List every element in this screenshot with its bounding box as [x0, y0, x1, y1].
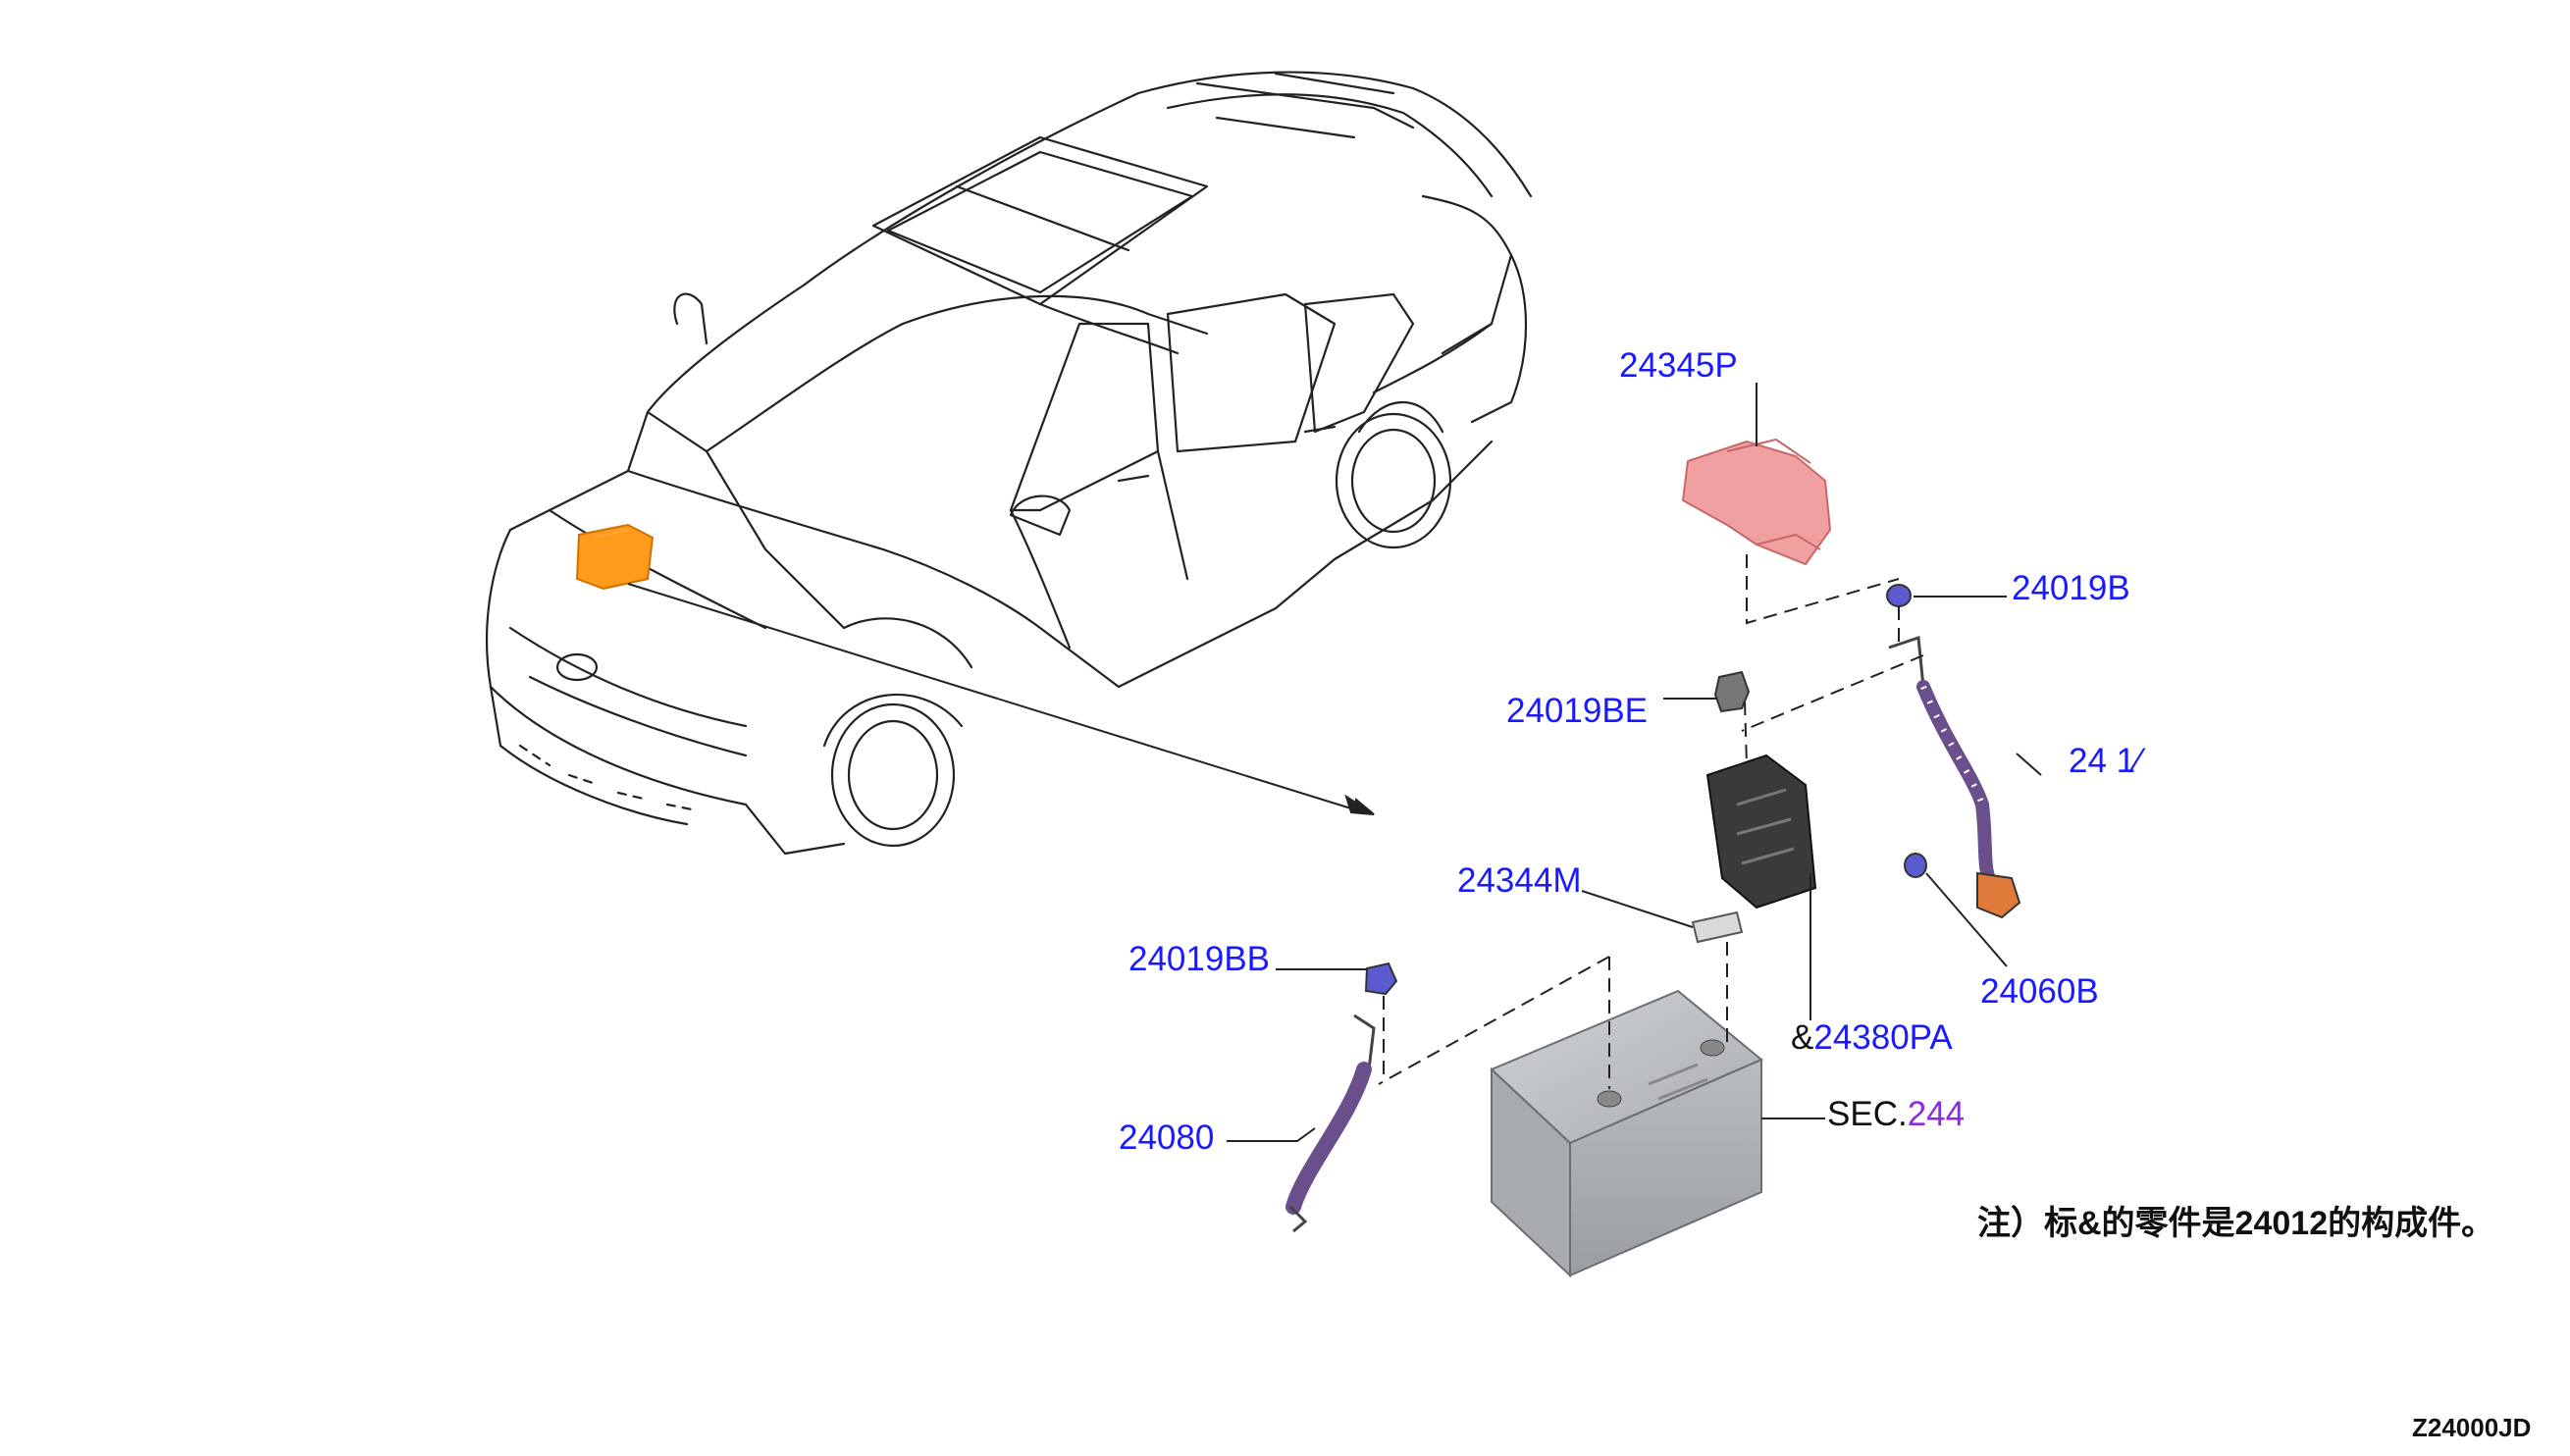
- callout-24080[interactable]: 24080: [1119, 1118, 1215, 1157]
- hold-down-clamp-part[interactable]: [1691, 910, 1744, 944]
- callout-2411x[interactable]: 24 1⁄: [2069, 742, 2141, 780]
- footnote: 注）标&的零件是24012的构成件。: [1977, 1205, 2495, 1242]
- pointer-arrow: [627, 583, 1375, 815]
- negative-cable-part[interactable]: [1285, 1014, 1376, 1233]
- positive-cable-part[interactable]: [1888, 635, 2021, 919]
- leader-lines: [1227, 383, 2042, 1142]
- diagram-code: Z24000JD: [2412, 1413, 2532, 1442]
- sec-number: 244: [1907, 1095, 1966, 1133]
- nut-24019bb-part[interactable]: [1364, 962, 1398, 996]
- callout-24019b[interactable]: 24019B: [2012, 569, 2130, 607]
- nut-24060b-part[interactable]: [1904, 853, 1927, 878]
- sec-reference[interactable]: SEC.244: [1827, 1097, 1965, 1131]
- callout-24380pa[interactable]: &24380PA: [1791, 1020, 1953, 1055]
- callout-24345p[interactable]: 24345P: [1619, 346, 1738, 385]
- vehicle-outline: [486, 71, 1533, 856]
- battery-part[interactable]: [1490, 989, 1763, 1278]
- callout-24019bb[interactable]: 24019BB: [1128, 940, 1271, 978]
- callout-24380pa-number: 24380PA: [1813, 1018, 1953, 1057]
- terminal-cover-part[interactable]: [1681, 438, 1832, 566]
- sec-prefix: SEC.: [1827, 1095, 1908, 1133]
- callout-24060b[interactable]: 24060B: [1980, 972, 2099, 1011]
- nut-24019be-part[interactable]: [1713, 670, 1751, 713]
- callout-24380pa-prefix: &: [1791, 1018, 1814, 1057]
- fuse-bracket-part[interactable]: [1705, 754, 1817, 910]
- assembly-lines: [1378, 554, 1924, 1089]
- battery-location-highlight: [575, 523, 655, 591]
- callout-24019be[interactable]: 24019BE: [1506, 692, 1649, 730]
- nut-24019b-part[interactable]: [1886, 584, 1912, 607]
- callout-24344m[interactable]: 24344M: [1457, 861, 1582, 900]
